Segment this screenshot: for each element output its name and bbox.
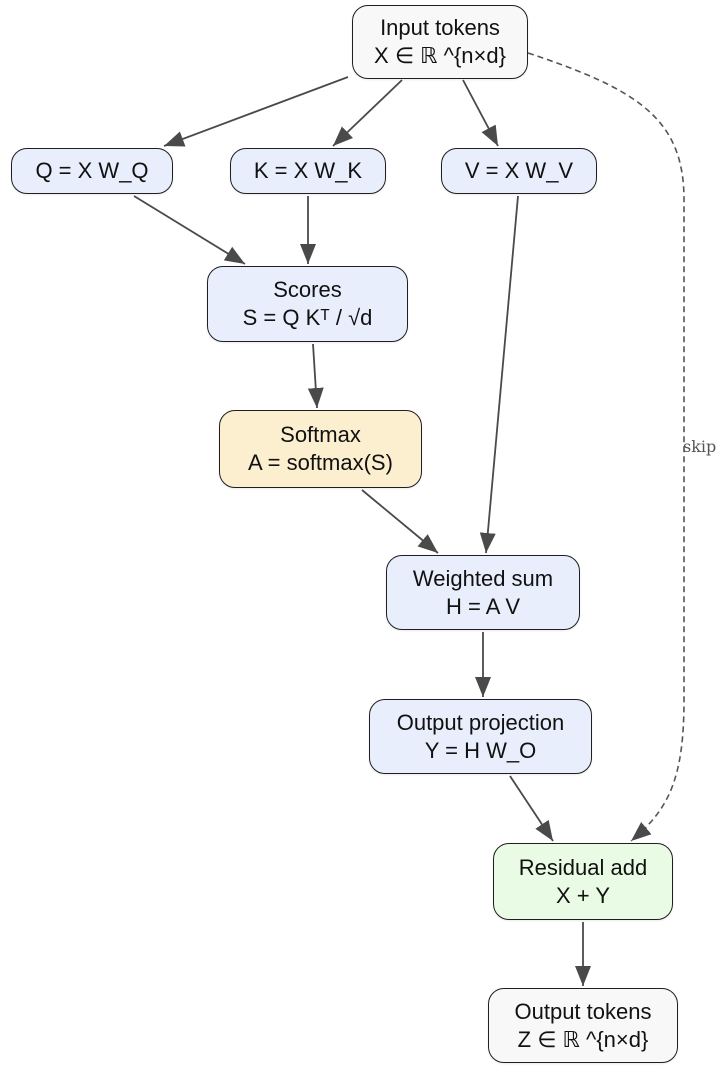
- node-v-formula: V = X W_V: [464, 158, 574, 183]
- node-scores-formula: S = Q Kᵀ / √d: [242, 305, 373, 330]
- node-q-formula: Q = X W_Q: [35, 158, 149, 183]
- node-residual-title: Residual add: [518, 854, 648, 880]
- node-residual: Residual add X + Y: [493, 843, 673, 920]
- node-v: V = X W_V: [441, 148, 597, 194]
- node-output-formula: Z ∈ ℝ ^{n×d}: [517, 1026, 649, 1052]
- node-outproj: Output projection Y = H W_O: [369, 699, 592, 774]
- edge-input-q: [163, 76, 349, 147]
- edge-input-v: [462, 79, 499, 147]
- edge-input-residual-skip: [527, 52, 685, 842]
- skip-edge-label: skip: [683, 437, 717, 456]
- edge-input-k: [332, 79, 403, 147]
- edge-softmax-weighted: [361, 489, 439, 554]
- node-weighted-title: Weighted sum: [412, 565, 554, 591]
- node-outproj-formula: Y = H W_O: [424, 737, 537, 763]
- edge-q-scores: [133, 195, 246, 265]
- node-output-title: Output tokens: [514, 998, 652, 1024]
- node-q: Q = X W_Q: [11, 148, 173, 194]
- node-residual-formula: X + Y: [555, 882, 611, 908]
- edge-v-weighted: [479, 195, 519, 554]
- node-outproj-title: Output projection: [396, 709, 565, 735]
- node-input-title: Input tokens: [380, 15, 500, 40]
- node-weighted-formula: H = A V: [446, 593, 520, 619]
- node-scores: Scores S = Q Kᵀ / √d: [207, 266, 408, 342]
- node-input-formula: X ∈ ℝ ^{n×d}: [374, 43, 506, 68]
- node-scores-title: Scores: [273, 277, 342, 302]
- node-input: Input tokens X ∈ ℝ ^{n×d}: [352, 5, 528, 79]
- node-softmax-formula: A = softmax(S): [248, 450, 393, 475]
- edge-outproj-residual: [509, 775, 554, 842]
- node-k: K = X W_K: [230, 148, 386, 194]
- node-output: Output tokens Z ∈ ℝ ^{n×d}: [488, 988, 678, 1063]
- node-softmax-title: Softmax: [280, 422, 361, 447]
- node-k-formula: K = X W_K: [253, 158, 363, 183]
- node-weighted: Weighted sum H = A V: [386, 555, 580, 630]
- edge-scores-softmax: [307, 343, 324, 409]
- node-softmax: Softmax A = softmax(S): [219, 410, 422, 488]
